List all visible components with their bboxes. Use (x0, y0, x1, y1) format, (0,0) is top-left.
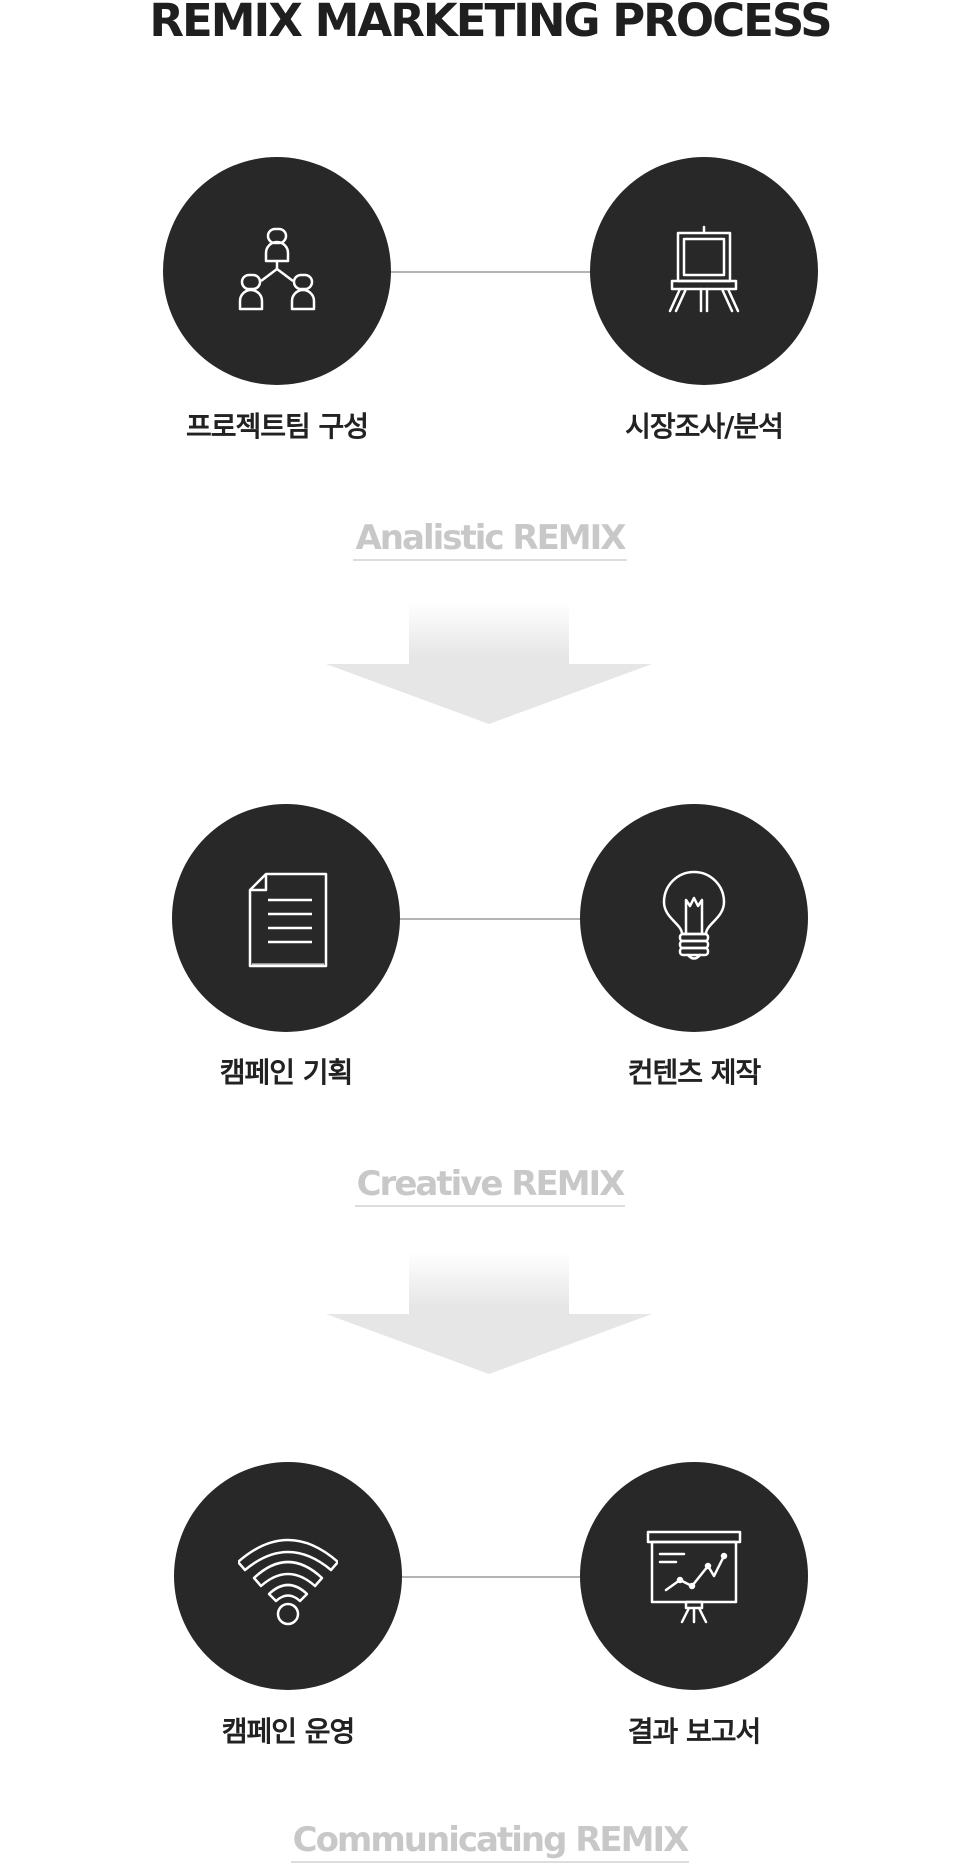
page-title: REMIX MARKETING PROCESS (149, 0, 832, 47)
step-circle-report (580, 1462, 808, 1690)
step-label-operation: 캠페인 운영 (221, 1715, 356, 1748)
connector-line-3 (400, 1576, 584, 1578)
presentation-chart-icon (646, 1530, 742, 1624)
document-icon (248, 872, 328, 968)
step-label-content: 컨텐츠 제작 (627, 1056, 762, 1089)
stage-title-analistic-text: Analistic REMIX (353, 519, 627, 562)
step-circle-planning (172, 804, 400, 1032)
team-hierarchy-icon (238, 227, 316, 311)
connector-line-2 (398, 918, 584, 920)
step-label-report: 결과 보고서 (627, 1715, 762, 1748)
stage-title-communicating-text: Communicating REMIX (290, 1821, 690, 1864)
wifi-signal-icon (238, 1538, 338, 1626)
step-label-market: 시장조사/분석 (625, 410, 784, 443)
down-arrow-2 (326, 1252, 652, 1374)
stage-title-communicating: Communicating REMIX (0, 1821, 980, 1864)
stage-title-creative-text: Creative REMIX (354, 1165, 626, 1208)
stage-title-analistic: Analistic REMIX (0, 519, 980, 562)
step-circle-content (580, 804, 808, 1032)
connector-line-1 (390, 271, 590, 273)
down-arrow-1 (326, 602, 652, 724)
lightbulb-icon (662, 870, 726, 960)
stage-title-creative: Creative REMIX (0, 1165, 980, 1208)
step-label-team: 프로젝트팀 구성 (185, 410, 369, 443)
step-circle-team (163, 157, 391, 385)
easel-board-icon (668, 225, 740, 313)
step-circle-market (590, 157, 818, 385)
step-label-planning: 캠페인 기획 (219, 1056, 354, 1089)
step-circle-operation (174, 1462, 402, 1690)
